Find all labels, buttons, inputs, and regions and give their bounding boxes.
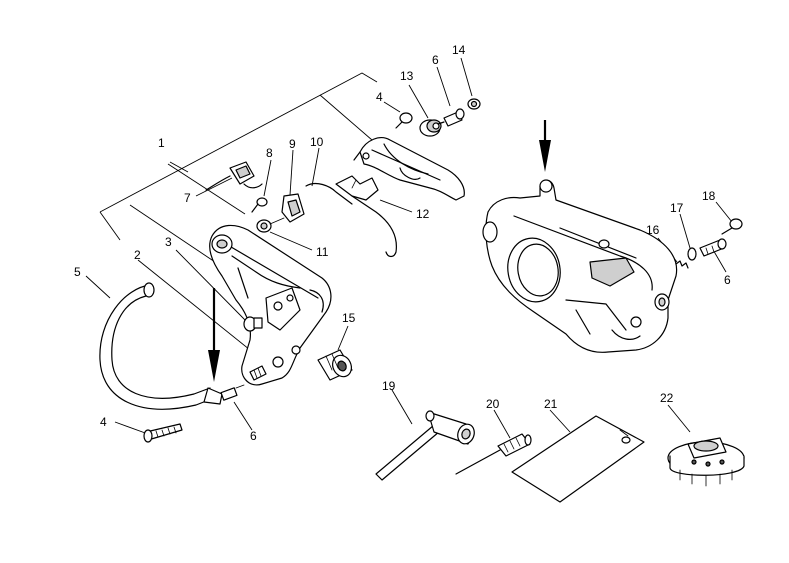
leader-9 [289, 149, 294, 196]
leader-17 [679, 213, 691, 249]
callout-11: 11 [316, 245, 329, 259]
leader-19 [391, 389, 413, 425]
leader-7 [195, 177, 233, 197]
callout-12: 12 [416, 207, 430, 221]
leader-6-lower [233, 401, 253, 431]
t-wrench-19 [375, 410, 475, 481]
screw-4-top [395, 112, 413, 129]
fitting-2 [249, 365, 267, 381]
leader-6-top [436, 66, 451, 107]
manual-21 [511, 415, 645, 503]
leader-18 [715, 201, 733, 223]
callout-7: 7 [184, 191, 191, 205]
leader-11 [269, 231, 313, 251]
callout-8: 8 [266, 146, 273, 160]
callout-4-lower: 4 [100, 415, 107, 429]
bracket-1-arm-c [99, 211, 121, 241]
mount-15 [317, 349, 353, 381]
callout-4-top: 4 [376, 90, 383, 104]
plug-3 [243, 316, 263, 332]
leader-10 [311, 147, 320, 187]
leader-15 [337, 325, 349, 351]
bracket-1-main [99, 72, 378, 213]
fuel-hose [99, 282, 223, 410]
callout-5: 5 [74, 265, 81, 279]
leader-3 [175, 249, 248, 323]
callout-labels: 1 2 3 4 4 5 6 6 6 7 8 9 10 11 12 13 14 1… [74, 43, 731, 443]
leader-2 [137, 259, 266, 363]
main-housing [482, 179, 678, 353]
callout-14: 14 [452, 43, 466, 57]
callout-2: 2 [134, 248, 141, 262]
callout-16: 16 [646, 223, 660, 237]
callout-6-lower: 6 [250, 429, 257, 443]
bushing-11 [256, 217, 285, 233]
bracket-1-arm-b [167, 163, 246, 215]
bolt-6-top [437, 108, 465, 127]
arrow-down-right-housing [539, 120, 551, 172]
callout-17: 17 [670, 201, 684, 215]
top-handle [353, 137, 465, 201]
callout-22: 22 [660, 391, 674, 405]
callout-6-right: 6 [724, 273, 731, 287]
leader-13 [408, 84, 429, 119]
callout-20: 20 [486, 397, 500, 411]
leader-4-top [383, 101, 401, 113]
grommet-13 [419, 119, 442, 137]
washer-17 [687, 247, 697, 261]
leader-8 [263, 159, 272, 197]
lever-9 [281, 193, 305, 223]
spring-10 [305, 182, 353, 205]
arrow-down-left-assembly [208, 288, 220, 382]
leader-12 [379, 199, 413, 213]
direction-arrows [208, 120, 551, 382]
throttle-link-12 [335, 175, 397, 258]
screw-8 [251, 197, 268, 213]
bolt-6-right [699, 238, 727, 257]
switch-7 [205, 161, 263, 191]
leader-5 [85, 275, 111, 299]
callout-21: 21 [544, 397, 558, 411]
callout-9: 9 [289, 137, 296, 151]
screw-18 [721, 218, 743, 235]
screwdriver-20 [455, 433, 532, 475]
nut-14 [467, 98, 481, 110]
hose-fitting [203, 387, 223, 405]
screw-4-lower [143, 423, 183, 443]
leader-14 [460, 57, 473, 97]
bracket-1-label [169, 161, 189, 173]
hose-end [143, 282, 155, 298]
leader-22 [667, 404, 691, 433]
leader-21 [549, 409, 571, 433]
bracket-1-arm-a [319, 94, 373, 141]
callout-13: 13 [400, 69, 414, 83]
callout-19: 19 [382, 379, 396, 393]
bracket-1-arm-d [129, 204, 216, 263]
clutch-22 [667, 437, 745, 487]
callout-15: 15 [342, 311, 356, 325]
leader-20 [493, 409, 511, 439]
spring-16 [675, 260, 689, 269]
fitting-6-lower [220, 384, 245, 401]
callout-3: 3 [165, 235, 172, 249]
callout-1: 1 [158, 136, 165, 150]
callout-18: 18 [702, 189, 716, 203]
callout-6-top: 6 [432, 53, 439, 67]
side-cover-assembly [209, 224, 332, 386]
callout-10: 10 [310, 135, 324, 149]
leader-4-lower [114, 421, 149, 435]
